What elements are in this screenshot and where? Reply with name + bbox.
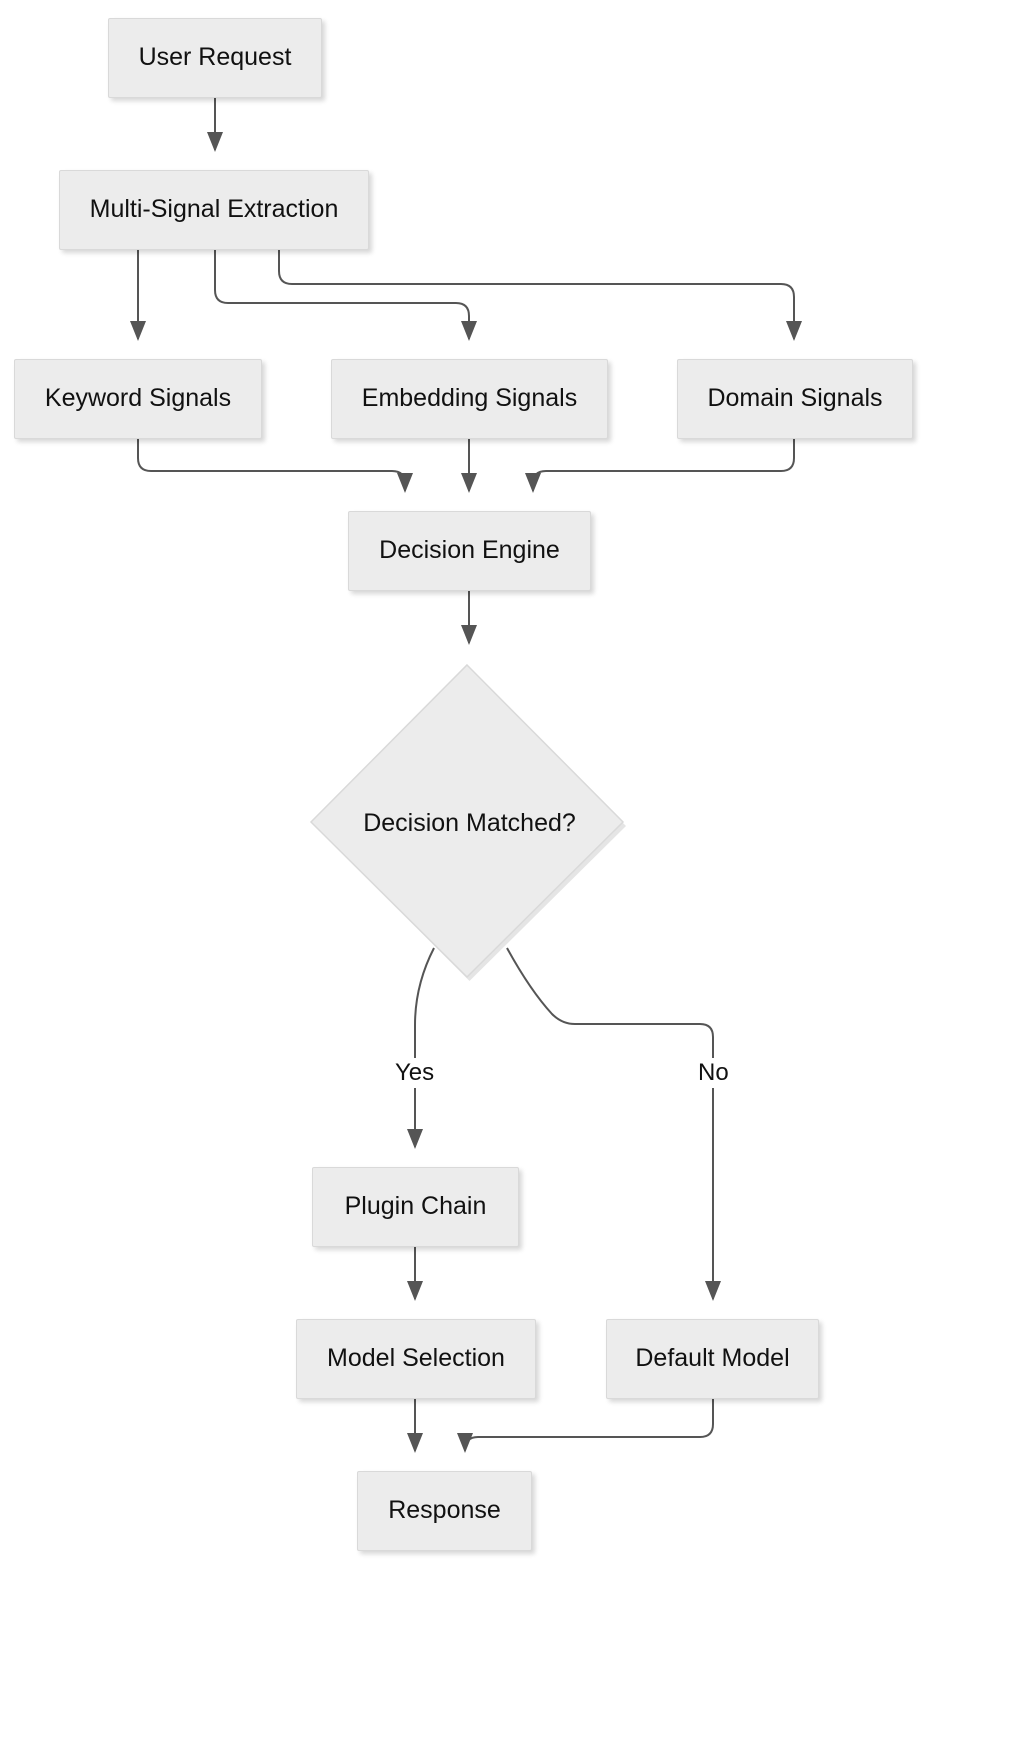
edge-multi-signal-to-domain-signals (278, 250, 802, 341)
node-plugin-chain[interactable]: Plugin Chain (312, 1167, 519, 1247)
node-model-selection[interactable]: Model Selection (296, 1319, 536, 1399)
node-response-label: Response (388, 1496, 501, 1525)
node-keyword-signals[interactable]: Keyword Signals (14, 359, 262, 439)
node-decision-engine-label: Decision Engine (379, 536, 560, 565)
node-plugin-chain-label: Plugin Chain (344, 1192, 487, 1221)
node-embedding-signals-label: Embedding Signals (361, 384, 578, 413)
edge-label-no: No (693, 1058, 734, 1088)
edge-domain-signals-to-decision-engine (525, 439, 795, 493)
node-user-request-label: User Request (138, 43, 292, 72)
diamond-shape (309, 663, 626, 981)
edge-multi-signal-to-embedding-signals (214, 250, 477, 341)
node-decision-matched-label: Decision Matched? (363, 809, 576, 837)
node-decision-engine[interactable]: Decision Engine (348, 511, 591, 591)
node-multi-signal-extraction-label: Multi-Signal Extraction (89, 195, 339, 224)
node-default-model[interactable]: Default Model (606, 1319, 819, 1399)
node-model-selection-label: Model Selection (327, 1344, 505, 1373)
node-keyword-signals-label: Keyword Signals (44, 384, 232, 413)
edge-keyword-signals-to-decision-engine (137, 439, 413, 493)
edge-decision-matched-to-default-model (506, 947, 721, 1301)
edge-label-yes: Yes (390, 1058, 440, 1088)
node-domain-signals-label: Domain Signals (707, 384, 883, 413)
node-domain-signals[interactable]: Domain Signals (677, 359, 913, 439)
node-response[interactable]: Response (357, 1471, 532, 1551)
node-decision-matched[interactable]: Decision Matched? (309, 663, 630, 984)
node-user-request[interactable]: User Request (108, 18, 322, 98)
node-default-model-label: Default Model (635, 1344, 790, 1373)
node-embedding-signals[interactable]: Embedding Signals (331, 359, 608, 439)
edge-default-model-to-response (457, 1399, 714, 1453)
node-multi-signal-extraction[interactable]: Multi-Signal Extraction (59, 170, 369, 250)
